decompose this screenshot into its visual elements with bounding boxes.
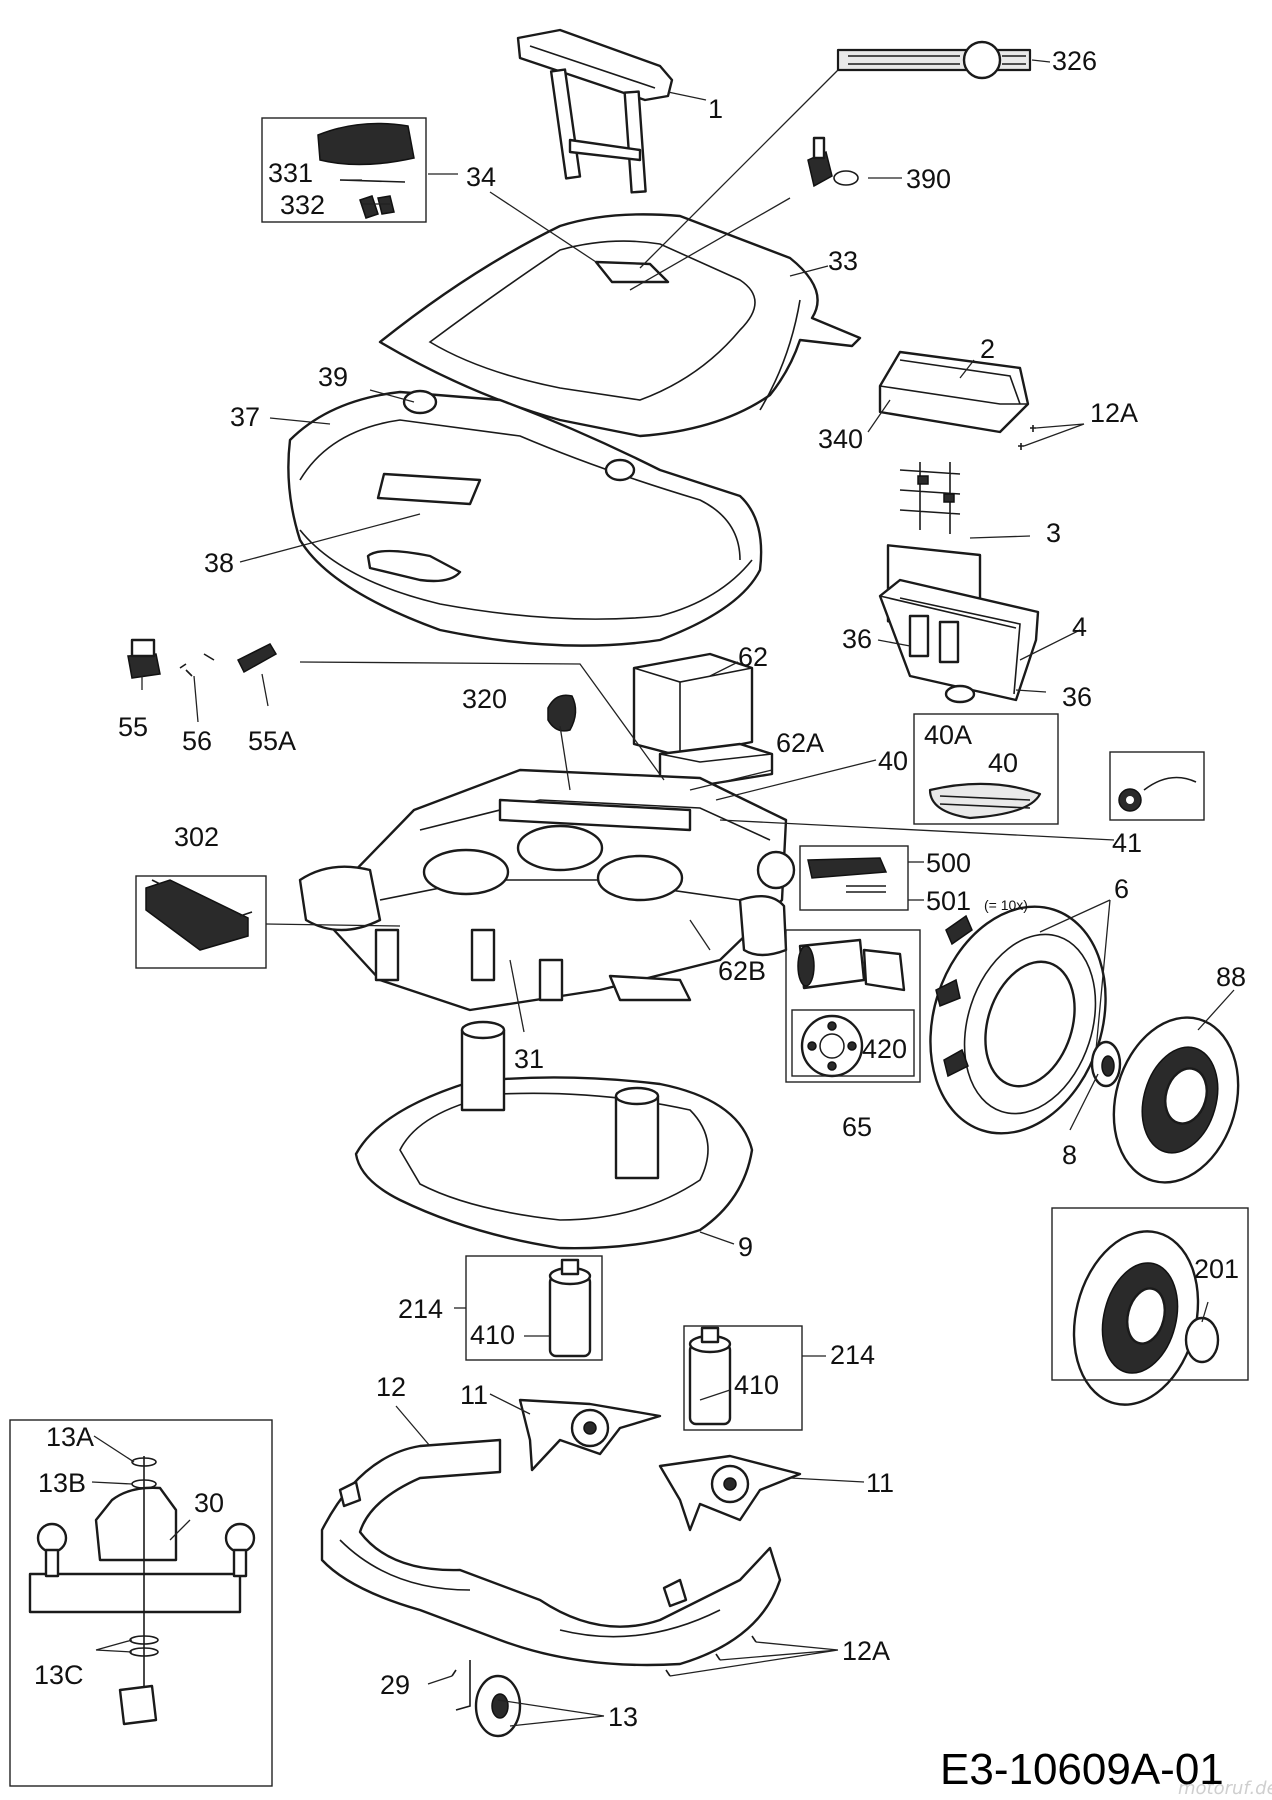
label-29: 29 [380,1670,410,1700]
label-41: 41 [1112,828,1142,858]
part-1-handle [516,28,674,194]
label-13c: 13C [34,1660,84,1690]
label-302: 302 [174,822,219,852]
part-320-bumper [547,694,577,732]
part-30-wheel-fork [28,1456,256,1726]
label-40-box: 40 [988,748,1018,778]
watermark: motoruf.de [1178,1778,1272,1799]
label-65: 65 [842,1112,872,1142]
label-6: 6 [1114,874,1129,904]
part-62a-pad [658,742,774,788]
part-9-base-plate [354,1020,754,1250]
label-501-note: (= 10x) [984,897,1028,913]
label-214-left: 214 [398,1294,443,1324]
box-40a-40 [913,713,1059,825]
part-8-hub [1090,1040,1122,1088]
label-36-right: 36 [1062,682,1092,712]
label-9: 9 [738,1232,753,1262]
part-11-blade-right [658,1454,802,1532]
part-12-lower-shell [320,1438,782,1667]
label-31: 31 [514,1044,544,1074]
label-2: 2 [980,334,995,364]
part-500-501-axle [807,857,888,893]
label-40a: 40A [924,720,972,750]
label-12a-bottom: 12A [842,1636,890,1666]
label-501: 501 [926,886,971,916]
part-40-40a-mesh [928,782,1042,820]
label-332: 332 [280,190,325,220]
box-302 [135,875,267,969]
label-38: 38 [204,548,234,578]
part-12a-screws-top [1018,425,1036,450]
label-4: 4 [1072,612,1087,642]
label-13a: 13A [46,1422,94,1452]
label-40: 40 [878,746,908,776]
label-30: 30 [194,1488,224,1518]
box-420 [791,1009,915,1077]
part-201-cover-variant [1072,1230,1220,1406]
label-12: 12 [376,1372,406,1402]
part-62-pad [632,652,754,758]
part-4-housing [878,578,1040,704]
part-31-chassis [298,768,796,1012]
label-33: 33 [828,246,858,276]
part-331-332-cover-parts [317,122,415,219]
part-410-motor-left [548,1258,592,1358]
drawing-number: E3-10609A-01 [940,1745,1224,1794]
label-331: 331 [268,158,313,188]
label-13b: 13B [38,1468,86,1498]
box-331-332 [261,117,427,223]
label-500: 500 [926,848,971,878]
box-214-right [683,1325,803,1431]
label-88: 88 [1216,962,1246,992]
part-13-front-wheel [451,1660,522,1738]
part-326-grille [836,40,1032,80]
label-326: 326 [1052,46,1097,76]
label-410-right: 410 [734,1370,779,1400]
label-13: 13 [608,1702,638,1732]
label-390: 390 [906,164,951,194]
part-410-motor-right [688,1326,732,1426]
label-12a-top: 12A [1090,398,1138,428]
label-8: 8 [1062,1140,1077,1170]
label-11-right: 11 [866,1468,894,1498]
label-55a: 55A [248,726,296,756]
part-6-wheel [929,905,1107,1135]
part-302-bracket [145,879,253,951]
part-11-blade-left [518,1398,662,1472]
part-55-56-55a-small [127,638,278,679]
label-34: 34 [466,162,496,192]
part-37-body-shell [287,389,763,647]
label-55: 55 [118,712,148,742]
box-41 [1109,751,1205,821]
box-13-30 [9,1419,273,1787]
part-65-motor [797,938,906,1078]
label-37: 37 [230,402,260,432]
label-1: 1 [708,94,723,124]
label-62: 62 [738,642,768,672]
part-12a-screws-bottom [665,1635,757,1677]
label-320: 320 [462,684,507,714]
part-2-340-lid [878,350,1030,434]
label-214-right: 214 [830,1340,875,1370]
part-390-knob [807,136,859,188]
label-340: 340 [818,424,863,454]
part-88-wheel-cover [1112,1016,1240,1184]
label-62a: 62A [776,728,824,758]
label-39: 39 [318,362,348,392]
label-56: 56 [182,726,212,756]
part-33-top-cover [378,213,862,438]
label-36-left: 36 [842,624,872,654]
box-500-501 [799,845,909,911]
label-420: 420 [862,1034,907,1064]
label-11-top: 11 [460,1380,488,1410]
label-410-left: 410 [470,1320,515,1350]
label-3: 3 [1046,518,1061,548]
part-41-grommet [1118,776,1197,812]
label-201: 201 [1194,1254,1239,1284]
box-201 [1051,1207,1249,1381]
label-62b: 62B [718,956,766,986]
box-65 [785,929,921,1083]
